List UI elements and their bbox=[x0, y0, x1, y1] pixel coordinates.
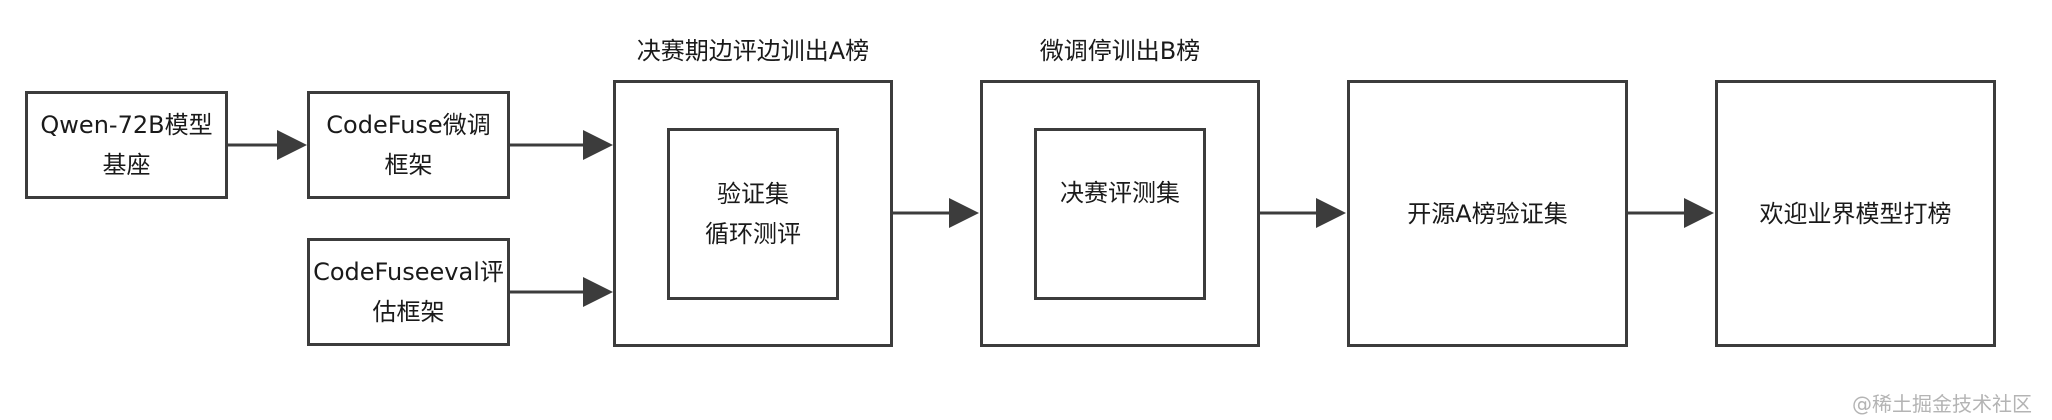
public-leaderboard-node: 欢迎业界模型打榜 bbox=[1715, 80, 1996, 347]
finetune-framework-node: CodeFuse微调 框架 bbox=[307, 91, 510, 199]
a-board-group: 验证集 循环测评 bbox=[613, 80, 893, 347]
a-board-group-title: 决赛期边评边训出A榜 bbox=[636, 37, 870, 65]
base-model-node: Qwen-72B模型 基座 bbox=[25, 91, 228, 199]
public-leaderboard-label: 欢迎业界模型打榜 bbox=[1759, 199, 1952, 228]
open-a-validation-label: 开源A榜验证集 bbox=[1407, 199, 1568, 228]
open-a-validation-node: 开源A榜验证集 bbox=[1347, 80, 1628, 347]
eval-framework-node: CodeFuseeval评 估框架 bbox=[307, 238, 510, 346]
eval-framework-label: CodeFuseeval评 估框架 bbox=[313, 258, 504, 326]
validation-set-label: 验证集 循环测评 bbox=[705, 179, 801, 248]
watermark-text: @稀土掘金技术社区 bbox=[1852, 392, 2032, 416]
b-board-group-title: 微调停训出B榜 bbox=[1039, 37, 1201, 65]
final-test-set-node: 决赛评测集 bbox=[1034, 127, 1206, 300]
validation-set-node: 验证集 循环测评 bbox=[667, 127, 839, 300]
base-model-label: Qwen-72B模型 基座 bbox=[40, 111, 213, 179]
b-board-group: 决赛评测集 bbox=[980, 80, 1260, 347]
final-test-set-label: 决赛评测集 bbox=[1060, 178, 1180, 207]
finetune-framework-label: CodeFuse微调 框架 bbox=[326, 111, 491, 179]
